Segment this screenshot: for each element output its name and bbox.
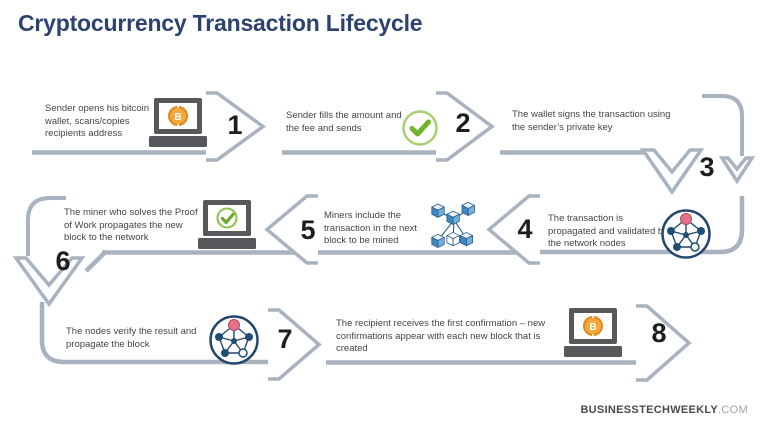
- arrow-down-icon: [12, 256, 86, 308]
- step-3-text: The wallet signs the transaction using t…: [512, 109, 671, 133]
- check-circle-icon: [402, 110, 438, 146]
- footer-domain: .COM: [718, 404, 748, 416]
- blockchain-cubes-icon: [431, 202, 475, 248]
- arrow-left-icon: [264, 194, 318, 265]
- network-nodes-icon: [209, 315, 259, 365]
- arrow-right-icon: [436, 91, 495, 162]
- step-6-number: 6: [55, 246, 71, 276]
- network-nodes-icon: [661, 209, 711, 259]
- step-5-number: 5: [300, 215, 316, 245]
- arrow-down-icon: [718, 156, 756, 185]
- step-1-text: Sender opens his bitcoin wallet, scans/c…: [45, 103, 150, 140]
- laptop-check-icon: [198, 200, 256, 249]
- step-2-number: 2: [455, 108, 471, 138]
- step-8-number: 8: [651, 318, 667, 348]
- step-4-number: 4: [517, 214, 533, 244]
- page-title: Cryptocurrency Transaction Lifecycle: [18, 10, 423, 36]
- footer-brand: BUSINESSTECHWEEKLY: [580, 404, 719, 416]
- laptop-bitcoin-icon: B: [149, 98, 207, 147]
- step-3-number: 3: [699, 152, 715, 182]
- svg-text:B: B: [174, 112, 181, 123]
- step-2-text: Sender fills the amount and the fee and …: [286, 110, 402, 134]
- step-1-number: 1: [227, 110, 243, 140]
- step-5-text: Miners include the transaction in the ne…: [324, 210, 417, 247]
- step-6-text: The miner who solves the Proof of Work p…: [64, 207, 198, 244]
- arrow-down-icon: [639, 148, 705, 196]
- arrow-right-icon: [636, 304, 692, 382]
- arrow-right-icon: [206, 91, 266, 162]
- arrow-left-icon: [486, 194, 540, 265]
- step-7-text: The nodes verify the result and propagat…: [66, 326, 197, 350]
- arrow-right-icon: [268, 308, 322, 381]
- footer: BUSINESSTECHWEEKLY.COM: [580, 404, 748, 416]
- laptop-bitcoin-icon: B: [564, 308, 622, 357]
- step-8-text: The recipient receives the first confirm…: [336, 318, 546, 355]
- svg-text:B: B: [589, 322, 596, 333]
- step-4-text: The transaction is propagated and valida…: [548, 213, 668, 250]
- step-7-number: 7: [277, 324, 293, 354]
